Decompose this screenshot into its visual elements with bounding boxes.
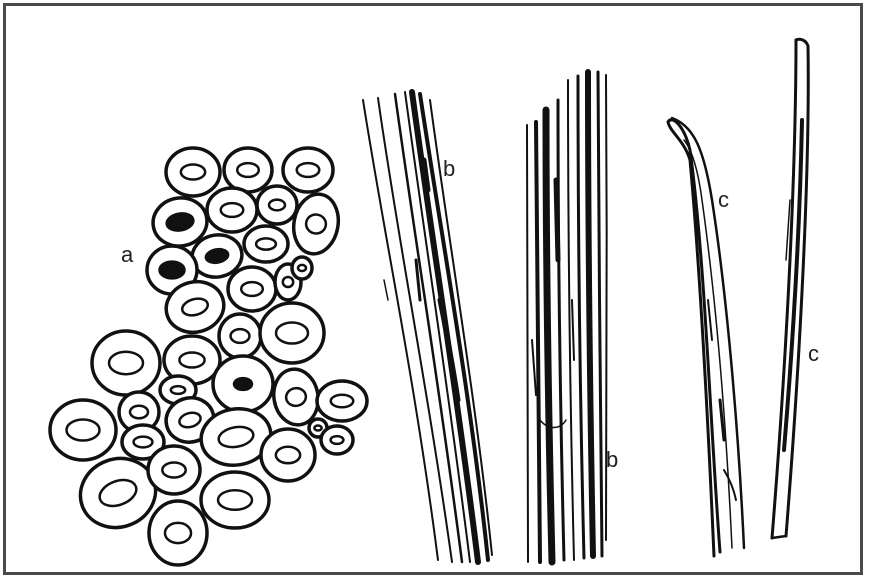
cell-wall [149, 501, 207, 565]
cell-wall [148, 446, 200, 494]
fiber-bundle-b-right [527, 72, 607, 562]
cell-wall [50, 400, 116, 460]
cell-wall [292, 257, 312, 279]
cell-wall [260, 303, 324, 363]
cell-wall [283, 148, 333, 192]
fiber-bundle-b-left [363, 92, 492, 562]
fiber-c-left [668, 118, 744, 556]
label-c-left: c [718, 187, 729, 212]
cell-wall [207, 188, 257, 232]
cell-wall [261, 429, 315, 481]
cell-lumen [234, 378, 252, 390]
label-c-right: c [808, 341, 819, 366]
cell-wall [224, 148, 272, 192]
label-b-bottom: b [606, 447, 618, 472]
label-a: a [121, 242, 134, 267]
cell-wall [244, 226, 288, 262]
label-b-top: b [443, 156, 455, 181]
cell-wall [317, 381, 367, 421]
cell-wall [92, 331, 160, 395]
fiber-c-right [772, 39, 808, 538]
cell-wall [228, 267, 276, 311]
cell-lumen [160, 262, 185, 279]
cell-wall [321, 426, 353, 454]
cell-wall [257, 186, 297, 224]
cell-cross-sections [50, 148, 367, 565]
cell-wall [201, 472, 269, 528]
cell-wall [166, 148, 220, 196]
cell-wall [219, 314, 261, 358]
